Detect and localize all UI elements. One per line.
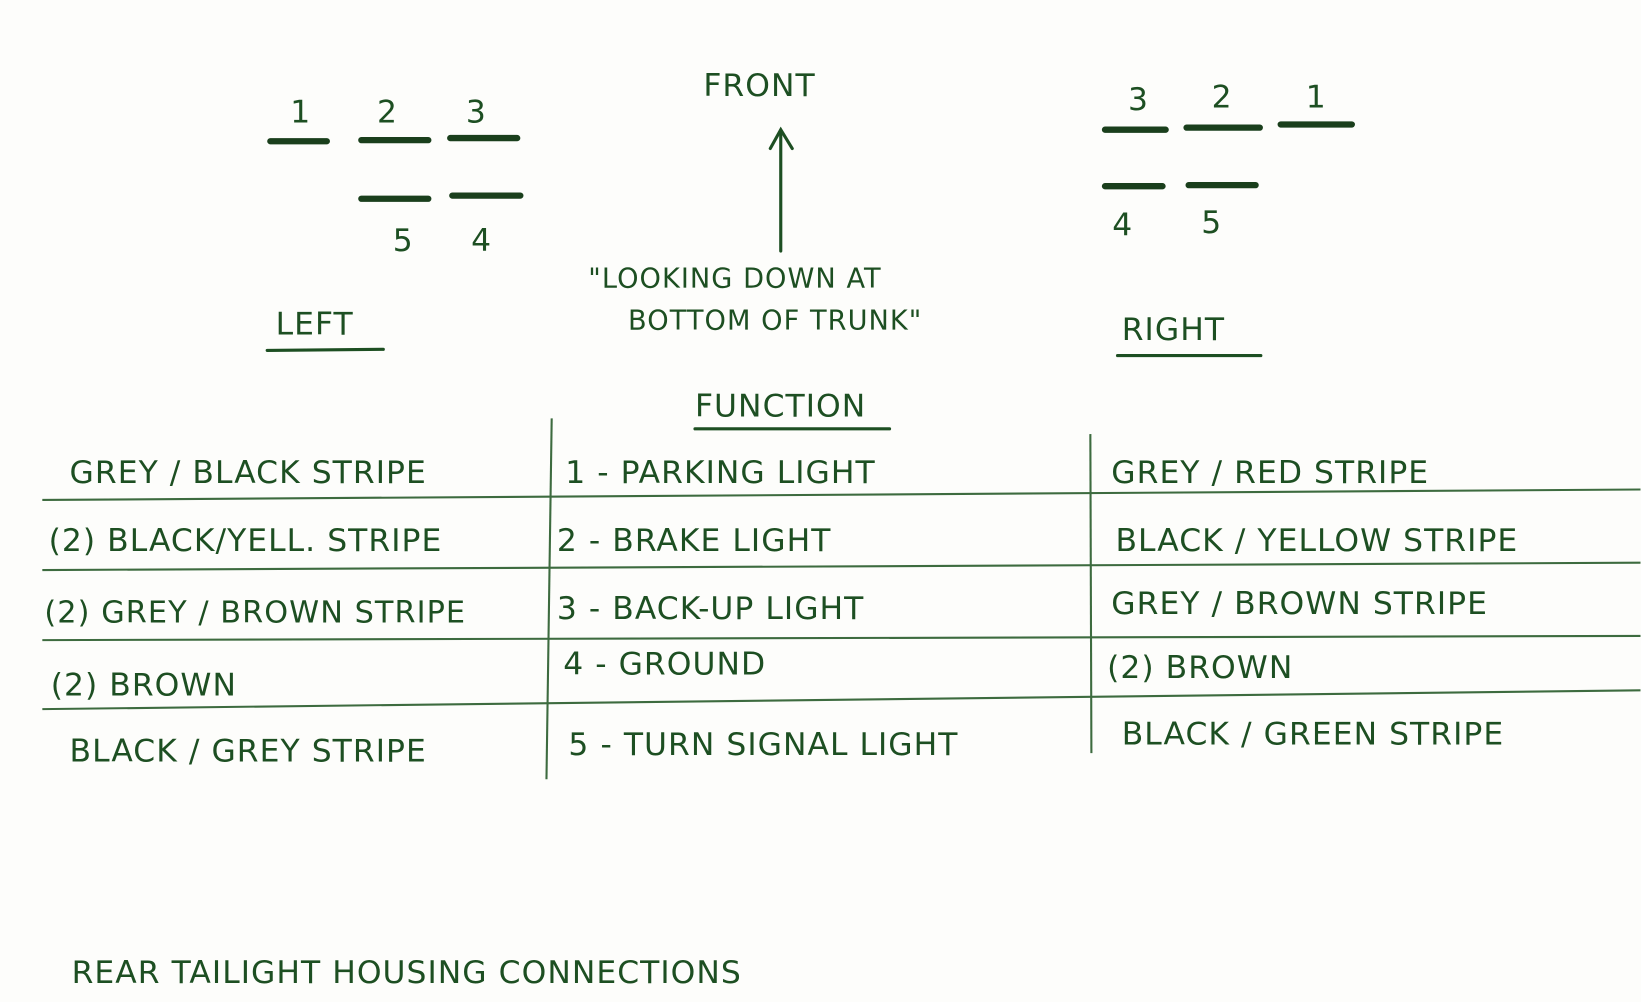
pin-function: 2 - BRAKE LIGHT	[557, 523, 831, 559]
left-wire-color: (2) BROWN	[51, 668, 237, 704]
right-wire-color: BLACK / YELLOW STRIPE	[1115, 523, 1518, 559]
left-connector: 1 2 3 5 4 LEFT	[265, 94, 524, 352]
left-wire-color: (2) BLACK/YELL. STRIPE	[49, 523, 443, 559]
left-wire-color: (2) GREY / BROWN STRIPE	[44, 595, 466, 630]
table-row: BLACK / GREY STRIPE 5 - TURN SIGNAL LIGH…	[70, 717, 1504, 770]
front-arrow-icon	[768, 126, 794, 253]
table-row: (2) GREY / BROWN STRIPE 3 - BACK-UP LIGH…	[44, 586, 1488, 630]
left-pin-5-label: 5	[393, 223, 414, 259]
pin-function: 3 - BACK-UP LIGHT	[557, 591, 864, 627]
function-header: FUNCTION	[695, 388, 866, 424]
table-row: (2) BROWN 4 - GROUND (2) BROWN	[51, 647, 1293, 704]
right-label: RIGHT	[1122, 312, 1225, 348]
column-divider	[1089, 434, 1093, 754]
front-label: FRONT	[703, 68, 815, 104]
left-label: LEFT	[276, 307, 354, 343]
left-wire-color: GREY / BLACK STRIPE	[70, 455, 427, 491]
left-pin-1-label: 1	[290, 94, 311, 130]
left-wire-color: BLACK / GREY STRIPE	[70, 733, 427, 769]
pin-function: 1 - PARKING LIGHT	[565, 455, 875, 491]
pin-function: 4 - GROUND	[563, 647, 766, 683]
right-wire-color: (2) BROWN	[1107, 650, 1293, 686]
row-divider	[42, 689, 1641, 711]
right-pin-3-label: 3	[1128, 82, 1149, 118]
column-divider	[545, 418, 553, 780]
view-note-line1: "LOOKING DOWN AT	[588, 264, 881, 295]
pin-function: 5 - TURN SIGNAL LIGHT	[568, 727, 958, 763]
right-wire-color: BLACK / GREEN STRIPE	[1122, 717, 1504, 753]
table-row: (2) BLACK/YELL. STRIPE 2 - BRAKE LIGHT B…	[49, 523, 1518, 559]
left-pin-2-label: 2	[377, 94, 398, 130]
right-pin-1-label: 1	[1306, 80, 1327, 116]
right-pin-2-label: 2	[1212, 80, 1233, 116]
row-divider	[42, 561, 1641, 572]
right-wire-color: GREY / RED STRIPE	[1111, 455, 1429, 491]
row-divider	[42, 634, 1641, 642]
view-note-line2: BOTTOM OF TRUNK"	[628, 305, 922, 336]
left-pin-4-label: 4	[471, 223, 492, 259]
diagram-caption: REAR TAILIGHT HOUSING CONNECTIONS	[72, 955, 742, 991]
right-pin-5-label: 5	[1201, 205, 1222, 241]
connections-table: FUNCTION GREY / BLACK STRIPE 1 - PARKING…	[42, 388, 1641, 780]
right-wire-color: GREY / BROWN STRIPE	[1111, 586, 1488, 622]
table-row: GREY / BLACK STRIPE 1 - PARKING LIGHT GR…	[70, 455, 1429, 491]
right-connector: 3 2 1 4 5 RIGHT	[1101, 80, 1355, 358]
row-divider	[42, 488, 1641, 501]
right-pin-4-label: 4	[1112, 207, 1133, 243]
left-pin-3-label: 3	[466, 94, 487, 130]
